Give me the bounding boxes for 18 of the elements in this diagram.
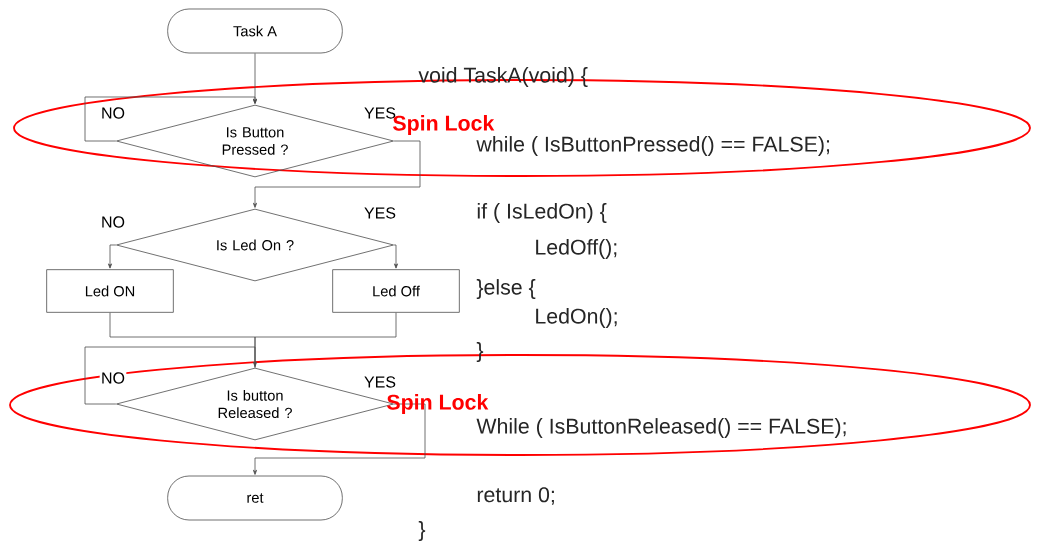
arrow (393, 244, 398, 269)
terminal-box: Task A (167, 8, 343, 54)
code-line: while ( IsButtonPressed() == FALSE); (476, 136, 829, 156)
code-line: } (418, 521, 426, 541)
arrow (253, 403, 426, 475)
arrow (253, 140, 421, 208)
process-box: Led ON (46, 269, 174, 313)
arrow (84, 96, 257, 142)
code-line: LedOn(); (536, 308, 617, 328)
arrow (108, 244, 117, 269)
code-line: While ( IsButtonReleased() == FALSE); (476, 418, 846, 438)
code-line: LedOff(); (536, 239, 617, 259)
terminal-box: ret (167, 475, 343, 521)
code-line: return 0; (477, 487, 554, 505)
process-box: Led Off (332, 269, 460, 313)
code-line: if ( IsLedOn) { (477, 203, 607, 223)
edge-label: NO (99, 371, 127, 385)
arrow (84, 346, 257, 405)
